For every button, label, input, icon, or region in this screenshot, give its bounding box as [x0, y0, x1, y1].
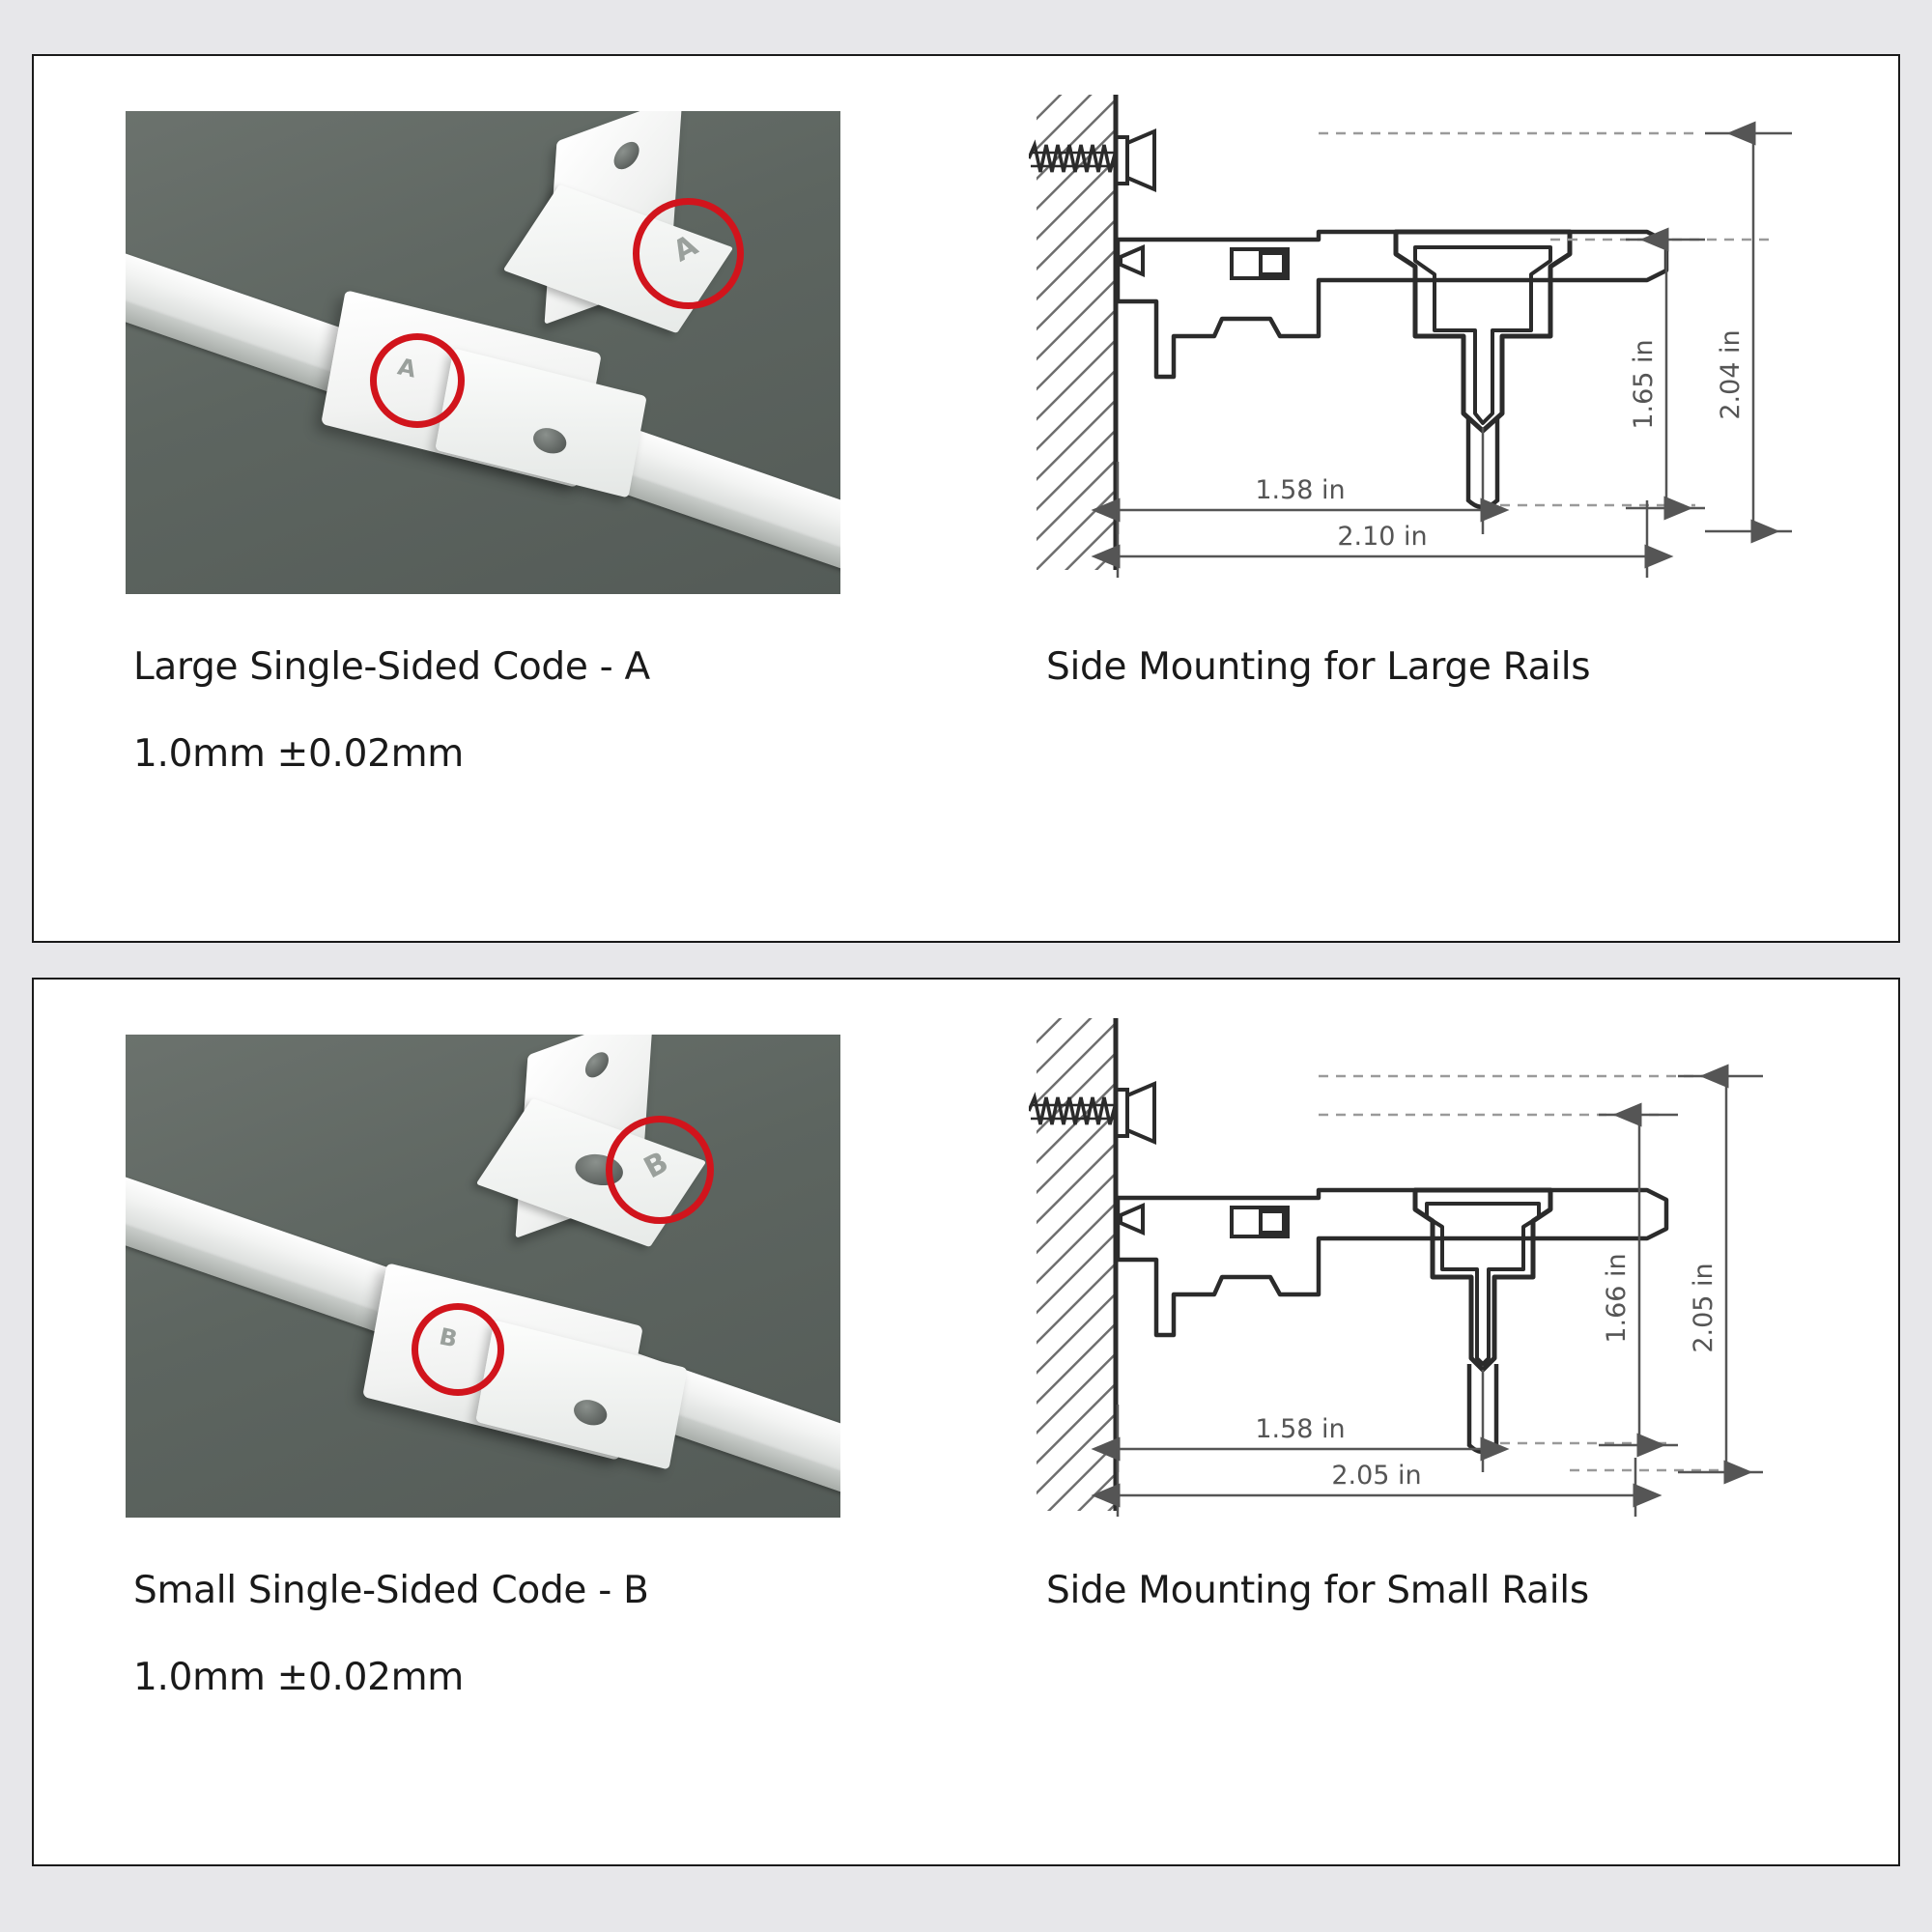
- caption-drawing-title: Side Mounting for Small Rails: [1046, 1569, 1589, 1612]
- wall-hatch: [1037, 95, 1116, 570]
- spec-card-small: B B: [32, 978, 1900, 1866]
- bracket-hole-icon: [584, 1048, 610, 1081]
- dim-horizontal-outer: 2.05 in: [1331, 1461, 1421, 1491]
- screw-icon: [1029, 1092, 1118, 1125]
- code-highlight-circle[interactable]: [412, 1303, 504, 1396]
- spec-card-large: A A: [32, 54, 1900, 943]
- clip-hole-icon: [530, 424, 569, 457]
- caption-drawing-title: Side Mounting for Large Rails: [1046, 645, 1591, 689]
- caption-product-spec: 1.0mm ±0.02mm: [133, 732, 464, 776]
- rail-cross-section: [1393, 229, 1573, 434]
- bracket-outline: [1115, 229, 1669, 380]
- caption-product-title: Small Single-Sided Code - B: [133, 1569, 649, 1612]
- wall-hatch: [1037, 1018, 1116, 1511]
- dim-vertical-outer: 2.05 in: [1689, 1263, 1719, 1352]
- caption-product-spec: 1.0mm ±0.02mm: [133, 1656, 464, 1699]
- code-highlight-circle[interactable]: [633, 198, 744, 309]
- dim-vertical-inner: 1.65 in: [1629, 339, 1659, 429]
- code-highlight-circle[interactable]: [370, 333, 465, 428]
- dim-horizontal-inner: 1.58 in: [1255, 475, 1345, 505]
- bracket-hole-icon: [612, 137, 640, 174]
- product-photo-large: A A: [126, 111, 840, 594]
- bracket-outline: [1115, 1187, 1669, 1338]
- code-highlight-circle[interactable]: [606, 1116, 714, 1224]
- dim-vertical-inner: 1.66 in: [1602, 1253, 1632, 1343]
- dim-vertical-outer: 2.04 in: [1716, 329, 1746, 419]
- dim-horizontal-outer: 2.10 in: [1337, 522, 1427, 552]
- dim-horizontal-inner: 1.58 in: [1255, 1414, 1345, 1444]
- technical-drawing-small: 1.66 in 2.05 in 1.58 in 2.05 in: [1029, 1018, 1860, 1530]
- product-photo-small: B B: [126, 1035, 840, 1518]
- caption-product-title: Large Single-Sided Code - A: [133, 645, 650, 689]
- clip-hole-icon: [571, 1396, 610, 1429]
- screw-icon: [1029, 139, 1118, 173]
- rail-cross-section: [1412, 1187, 1553, 1373]
- technical-drawing-large: 1.65 in 2.04 in 1.58 in 2.10 in: [1029, 95, 1860, 607]
